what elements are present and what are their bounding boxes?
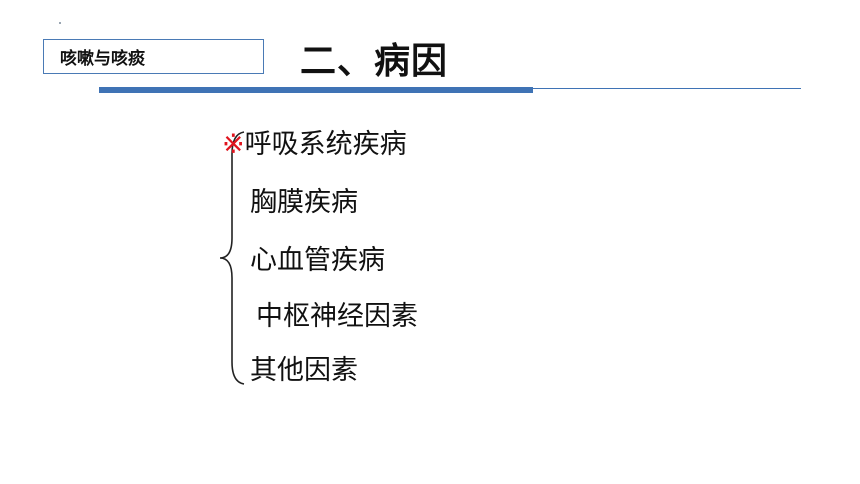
- list-item-label: 呼吸系统疾病: [244, 129, 407, 160]
- list-item-label: 中枢神经因素: [256, 301, 418, 332]
- list-item-label: 其他因素: [250, 355, 358, 386]
- section-tag-label: 咳嗽与咳痰: [60, 49, 145, 69]
- list-item: 其他因素: [250, 348, 358, 387]
- decorative-dot: [59, 22, 61, 24]
- section-tag: 咳嗽与咳痰: [43, 39, 264, 74]
- brace-icon: [219, 131, 245, 385]
- list-item: 心血管疾病: [250, 238, 385, 277]
- list-item: 胸膜疾病: [250, 180, 358, 219]
- list-item-label: 心血管疾病: [250, 245, 385, 276]
- list-item-label: 胸膜疾病: [250, 187, 358, 218]
- reference-mark-icon: ※: [222, 129, 245, 160]
- list-item: 中枢神经因素: [256, 294, 418, 333]
- page-title: 二、病因: [300, 41, 449, 82]
- title-underline-thin: [533, 88, 801, 89]
- list-item: ※呼吸系统疾病: [222, 122, 407, 161]
- title-underline-thick: [99, 87, 533, 93]
